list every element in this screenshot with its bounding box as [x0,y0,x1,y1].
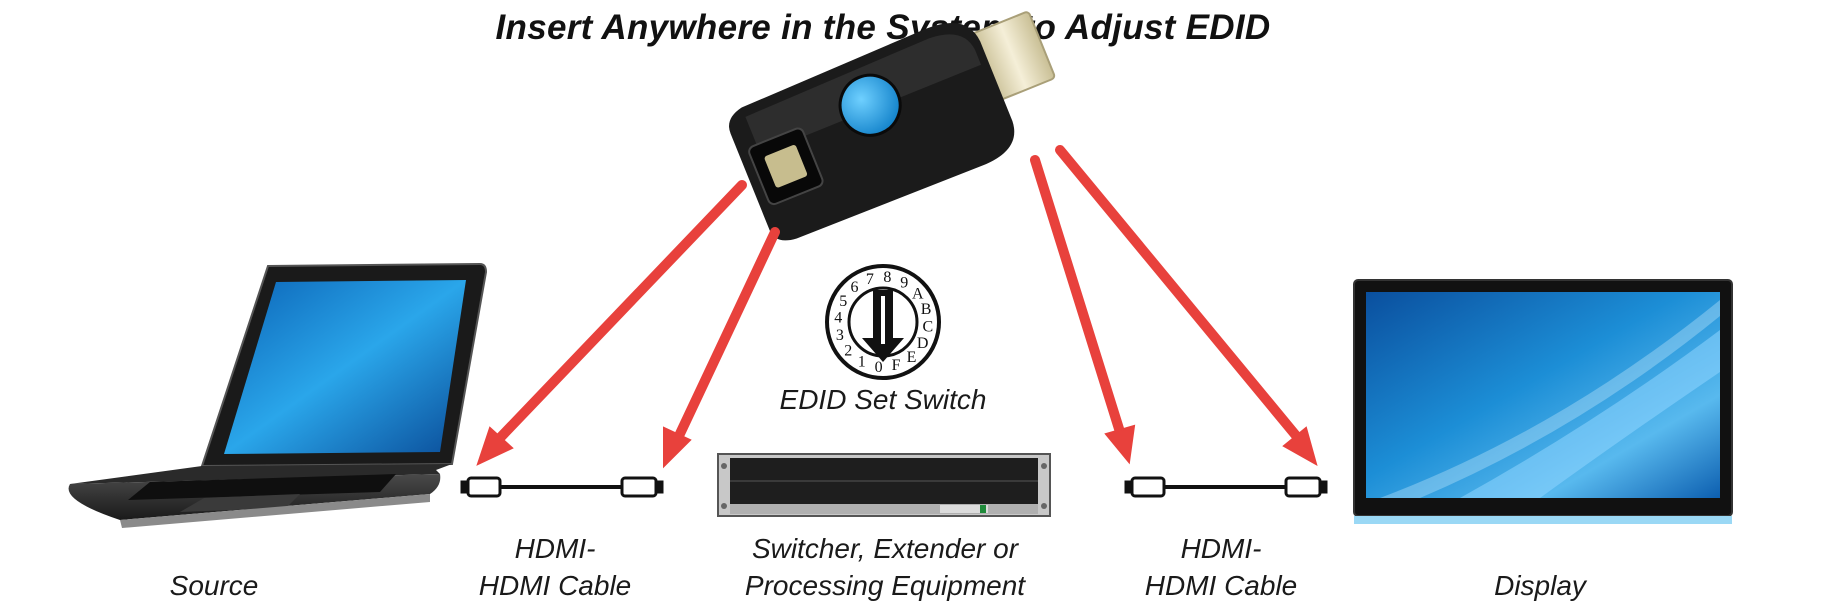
dial-char: 9 [900,274,908,291]
dial-char: 8 [883,269,891,286]
diagram-title: Insert Anywhere in the System to Adjust … [495,8,1271,47]
dial-char: 0 [875,359,883,376]
cable-left-line1: HDMI- [514,533,596,564]
dial-char: 2 [844,343,852,360]
source-label: Source [169,570,259,601]
cable-right-line1: HDMI- [1180,533,1262,564]
dial-char: 7 [866,271,874,288]
cable-right-label: HDMI- HDMI Cable [1096,530,1346,604]
dial-char: A [912,286,924,303]
dial-char: 1 [858,354,866,371]
display-label: Display [1494,570,1586,601]
equipment-line1: Switcher, Extender or [751,533,1019,564]
dial-char: E [907,349,917,366]
edid-adapter-device [729,11,1056,241]
dial-char: F [892,357,901,374]
cable-right-line2: HDMI Cable [1144,570,1298,601]
cable-left-line2: HDMI Cable [478,570,632,601]
dial-char: C [922,318,933,335]
laptop-source-image [68,262,488,528]
dial-char: 3 [836,327,844,344]
dial-char: 5 [839,293,847,310]
dial-char: D [917,335,929,352]
hdmi-cable-left [460,476,664,498]
cable-left-label: HDMI- HDMI Cable [430,530,680,604]
rack-equipment-image [717,453,1051,517]
edid-set-switch-label: EDID Set Switch [779,384,987,415]
arrows [476,145,1318,469]
equipment-line2: Processing Equipment [744,570,1026,601]
display-image [1353,279,1733,524]
dial-char: B [921,301,932,318]
equipment-label: Switcher, Extender or Processing Equipme… [700,530,1070,604]
dial-char: 4 [834,310,842,327]
dial-char: 6 [851,279,859,296]
hdmi-cable-right [1124,476,1328,498]
